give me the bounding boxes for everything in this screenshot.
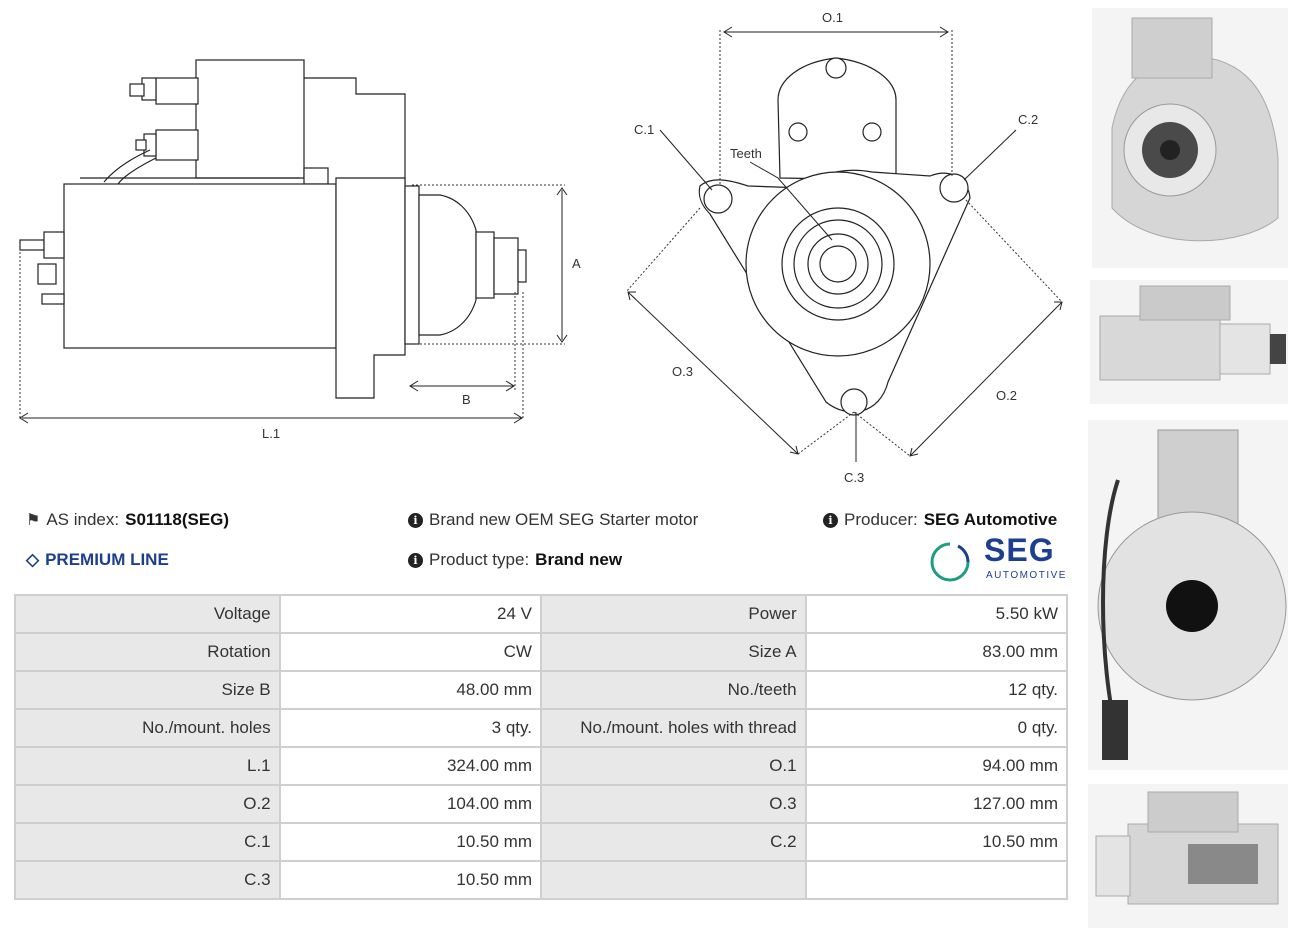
spec-value: [806, 862, 1066, 898]
diamond-icon: ◇: [26, 550, 40, 569]
spec-value: 12 qty.: [806, 672, 1066, 708]
spec-label: C.2: [541, 824, 805, 860]
spec-label: L.1: [16, 748, 279, 784]
spec-label: Voltage: [16, 596, 279, 632]
info-icon: i: [408, 512, 423, 528]
spec-value: 10.50 mm: [280, 862, 540, 898]
dim-a-label: A: [572, 256, 581, 271]
starter-front-image: [1111, 17, 1279, 242]
spec-value: 48.00 mm: [280, 672, 540, 708]
product-type: i Product type: Brand new: [408, 550, 622, 570]
product-photo-side[interactable]: [1090, 280, 1288, 404]
spec-value: 3 qty.: [280, 710, 540, 746]
spec-label: C.3: [16, 862, 279, 898]
spec-label: O.3: [541, 786, 805, 822]
spec-label: No./mount. holes with thread: [541, 710, 805, 746]
spec-label: O.1: [541, 748, 805, 784]
description-text: Brand new OEM SEG Starter motor: [429, 510, 699, 529]
product-photo-iso[interactable]: [1088, 784, 1288, 928]
product-photo-front[interactable]: [1092, 8, 1288, 268]
dim-b-label: B: [462, 392, 471, 407]
teeth-label: Teeth: [730, 146, 762, 161]
as-index: ⚑ AS index: S01118(SEG): [26, 510, 229, 530]
dim-o3-label: O.3: [672, 364, 693, 379]
starter-side-image: [1099, 285, 1286, 381]
premium-line-label: PREMIUM LINE: [45, 550, 169, 569]
dim-o1-label: O.1: [822, 10, 843, 25]
spec-value: 5.50 kW: [806, 596, 1066, 632]
spec-label: Size A: [541, 634, 805, 670]
spec-label: No./teeth: [541, 672, 805, 708]
as-index-value: S01118(SEG): [125, 510, 230, 529]
spec-value: 104.00 mm: [280, 786, 540, 822]
spec-value: 324.00 mm: [280, 748, 540, 784]
spec-label: O.2: [16, 786, 279, 822]
as-index-label: AS index:: [46, 510, 120, 529]
product-type-value: Brand new: [535, 550, 623, 569]
description: i Brand new OEM SEG Starter motor: [408, 510, 698, 530]
premium-line-badge: ◇ PREMIUM LINE: [26, 550, 169, 570]
dim-o2-label: O.2: [996, 388, 1017, 403]
seg-logo-sub: AUTOMOTIVE: [986, 570, 1067, 581]
dim-l1-label: L.1: [262, 426, 280, 441]
spec-label: Rotation: [16, 634, 279, 670]
front-view-drawing: O.1 C.1 C.2 Teeth O.3 O.2 C.3: [625, 10, 1063, 485]
producer-label: Producer:: [844, 510, 918, 529]
spec-label: Power: [541, 596, 805, 632]
spec-value: 10.50 mm: [280, 824, 540, 860]
spec-label: C.1: [16, 824, 279, 860]
producer: i Producer: SEG Automotive: [823, 510, 1057, 530]
starter-rear-image: [1097, 429, 1287, 760]
spec-label: No./mount. holes: [16, 710, 279, 746]
spec-value: 94.00 mm: [806, 748, 1066, 784]
spec-value: 83.00 mm: [806, 634, 1066, 670]
product-type-label: Product type:: [429, 550, 530, 569]
dim-c1-label: C.1: [634, 122, 654, 137]
seg-logo-name: SEG: [984, 532, 1055, 568]
spec-value: 24 V: [280, 596, 540, 632]
spec-value: CW: [280, 634, 540, 670]
dim-c3-label: C.3: [844, 470, 864, 485]
spec-label: Size B: [16, 672, 279, 708]
info-icon: i: [823, 512, 838, 528]
tags-icon: ⚑: [26, 512, 41, 529]
info-icon: i: [408, 552, 423, 568]
producer-value: SEG Automotive: [923, 510, 1058, 529]
spec-value: 0 qty.: [806, 710, 1066, 746]
spec-label: [541, 862, 805, 898]
seg-logo-mark: [930, 542, 970, 582]
side-view-drawing: A B L.1: [19, 59, 581, 441]
seg-logo: SEG AUTOMOTIVE: [930, 532, 1070, 584]
product-photo-rear[interactable]: [1088, 420, 1288, 770]
dim-c2-label: C.2: [1018, 112, 1038, 127]
spec-value: 127.00 mm: [806, 786, 1066, 822]
spec-value: 10.50 mm: [806, 824, 1066, 860]
starter-iso-image: [1095, 791, 1279, 905]
